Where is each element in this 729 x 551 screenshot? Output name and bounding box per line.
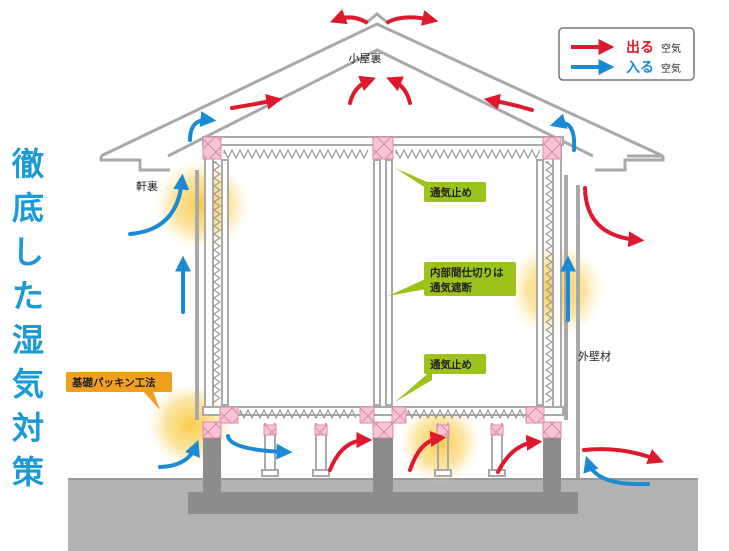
insulation-coil <box>395 148 541 160</box>
title-char: 徹 <box>11 145 44 183</box>
title-char: 気 <box>11 365 44 403</box>
red-arrow-icon <box>583 186 645 248</box>
eaves-label: 軒裏 <box>136 179 158 193</box>
title-char: 湿 <box>11 321 44 359</box>
joint-block-icon <box>202 421 222 439</box>
blue-arrow-icon <box>549 113 577 152</box>
foundation-wall-right <box>543 438 561 493</box>
callout-airflow-stop-upper: 通気止め <box>395 168 486 202</box>
center-partition-2 <box>385 159 393 406</box>
callout-partition-line1: 内部間仕切りは <box>430 266 504 279</box>
joint-block-icon <box>525 406 545 424</box>
callout-airflow-stop-lower: 通気止め <box>395 354 486 402</box>
red-arrow-icon <box>483 93 534 112</box>
legend-out-suffix: 空気 <box>661 42 681 55</box>
red-arrow-icon <box>328 432 373 472</box>
foundation-wall-center <box>373 438 393 493</box>
joint-block-icon <box>542 136 562 160</box>
joint-block-icon <box>359 406 375 424</box>
glow-spot <box>154 160 250 250</box>
exterior-wall-label: 外壁材 <box>578 349 611 363</box>
callout-foundation-packing: 基礎パッキン工法 <box>66 372 172 410</box>
joint-block-icon <box>372 421 394 439</box>
title-char: た <box>11 277 44 315</box>
insulation-coil <box>407 408 525 420</box>
title-char: 策 <box>11 453 44 491</box>
incoming-air-arrows <box>128 111 650 487</box>
red-arrow-icon <box>408 431 447 472</box>
insulation-coil <box>212 161 222 403</box>
roof <box>99 22 665 172</box>
insulation-group <box>212 148 554 420</box>
callout-foundation-packing-text: 基礎パッキン工法 <box>71 376 156 389</box>
legend-out-label: 出る <box>626 39 654 56</box>
attic-label: 小屋裏 <box>349 51 382 65</box>
legend-in-label: 入る <box>626 60 654 76</box>
blue-arrow-icon <box>158 440 200 469</box>
outgoing-air-arrows <box>230 9 664 474</box>
legend-in-suffix: 空気 <box>661 62 681 75</box>
title-char: 底 <box>11 189 44 227</box>
callout-airflow-stop-upper-text: 通気止め <box>430 186 472 199</box>
floor-beam <box>202 406 564 416</box>
joint-block-icon <box>202 136 222 160</box>
vertical-title: 徹 底 し た 湿 気 対 策 <box>8 142 48 494</box>
ridge-vent <box>364 12 390 26</box>
red-arrow-icon <box>230 94 283 110</box>
red-arrow-icon <box>330 9 368 25</box>
left-inner-stud <box>221 159 229 406</box>
red-arrow-icon <box>348 75 376 105</box>
insulation-coil <box>239 408 357 420</box>
blue-arrow-icon <box>583 455 650 487</box>
right-inner-stud <box>536 159 544 406</box>
joint-block-icon <box>391 406 407 424</box>
callout-partition: 内部間仕切りは 通気遮断 <box>388 262 516 296</box>
red-arrow-icon <box>386 76 412 105</box>
foundation-slab <box>188 492 578 514</box>
foundation <box>188 438 578 514</box>
blue-arrow-icon <box>128 173 190 236</box>
joint-block-icon <box>219 406 239 424</box>
joint-block-icon <box>372 136 394 160</box>
insulation-coil <box>544 161 554 403</box>
red-arrow-icon <box>496 434 543 474</box>
red-arrow-icon <box>582 447 664 464</box>
blue-arrow-icon <box>188 111 217 142</box>
joint-blocks <box>202 136 562 439</box>
title-char: し <box>11 233 44 271</box>
joint-block-icon <box>542 421 562 439</box>
blue-arrow-icon <box>226 434 293 460</box>
left-wall-stud <box>204 144 214 408</box>
center-partition <box>373 159 381 406</box>
legend: 出る 空気 入る 空気 <box>558 27 695 81</box>
foundation-wall-left <box>203 438 221 493</box>
right-wall-stud <box>552 144 562 408</box>
callout-airflow-stop-lower-text: 通気止め <box>430 358 472 371</box>
red-arrow-icon <box>386 10 439 26</box>
insulation-coil <box>223 148 369 160</box>
title-char: 対 <box>11 409 44 447</box>
callout-partition-line2: 通気遮断 <box>430 281 472 294</box>
